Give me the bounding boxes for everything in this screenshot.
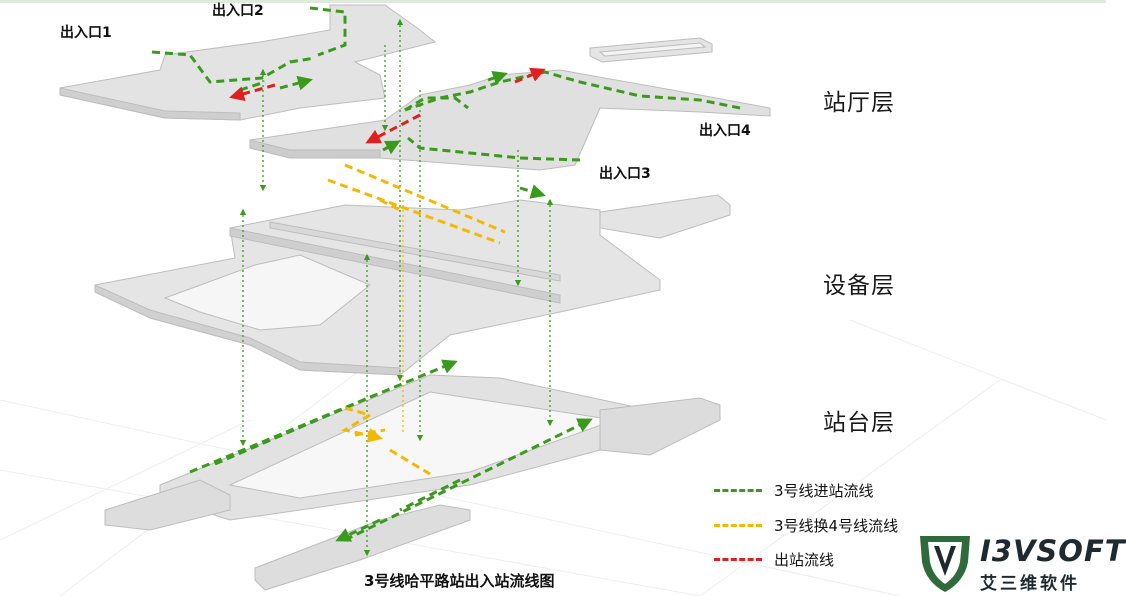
legend-swatch-yellow (714, 524, 762, 527)
top-rule (0, 0, 1106, 3)
vertical-connectors (239, 18, 554, 557)
company-logo: I3VSOFT 艾三维软件 (916, 532, 1125, 596)
exit-flow-lines (229, 67, 546, 144)
entrance-2-label: 出入口2 (212, 3, 264, 19)
platform-transfer-lines (341, 406, 431, 476)
entrance-1-label: 出入口1 (60, 25, 112, 41)
diagram-caption: 3号线哈平路站出入站流线图 (364, 572, 555, 590)
layer-label-platform: 站台层 (823, 410, 895, 436)
platform-entry-lines (189, 359, 593, 542)
legend-label: 出站流线 (774, 551, 835, 569)
layer-label-hall: 站厅层 (823, 90, 895, 116)
logo-chinese-name: 艾三维软件 (980, 574, 1080, 594)
platform-floor (104, 374, 721, 591)
entrance-3-label: 出入口3 (599, 166, 651, 182)
equipment-floor (94, 194, 731, 376)
legend-label: 3号线进站流线 (774, 482, 874, 500)
legend-swatch-red (714, 558, 762, 561)
shield-icon (920, 536, 970, 592)
legend-swatch-green (714, 489, 762, 492)
layer-label-equipment: 设备层 (823, 273, 895, 299)
hall-floor (59, 4, 771, 171)
logo-wordmark: I3VSOFT (980, 534, 1126, 568)
transfer-flow-lines (327, 163, 506, 245)
entrance-4-label: 出入口4 (699, 123, 751, 139)
legend-label: 3号线换4号线流线 (774, 517, 899, 535)
